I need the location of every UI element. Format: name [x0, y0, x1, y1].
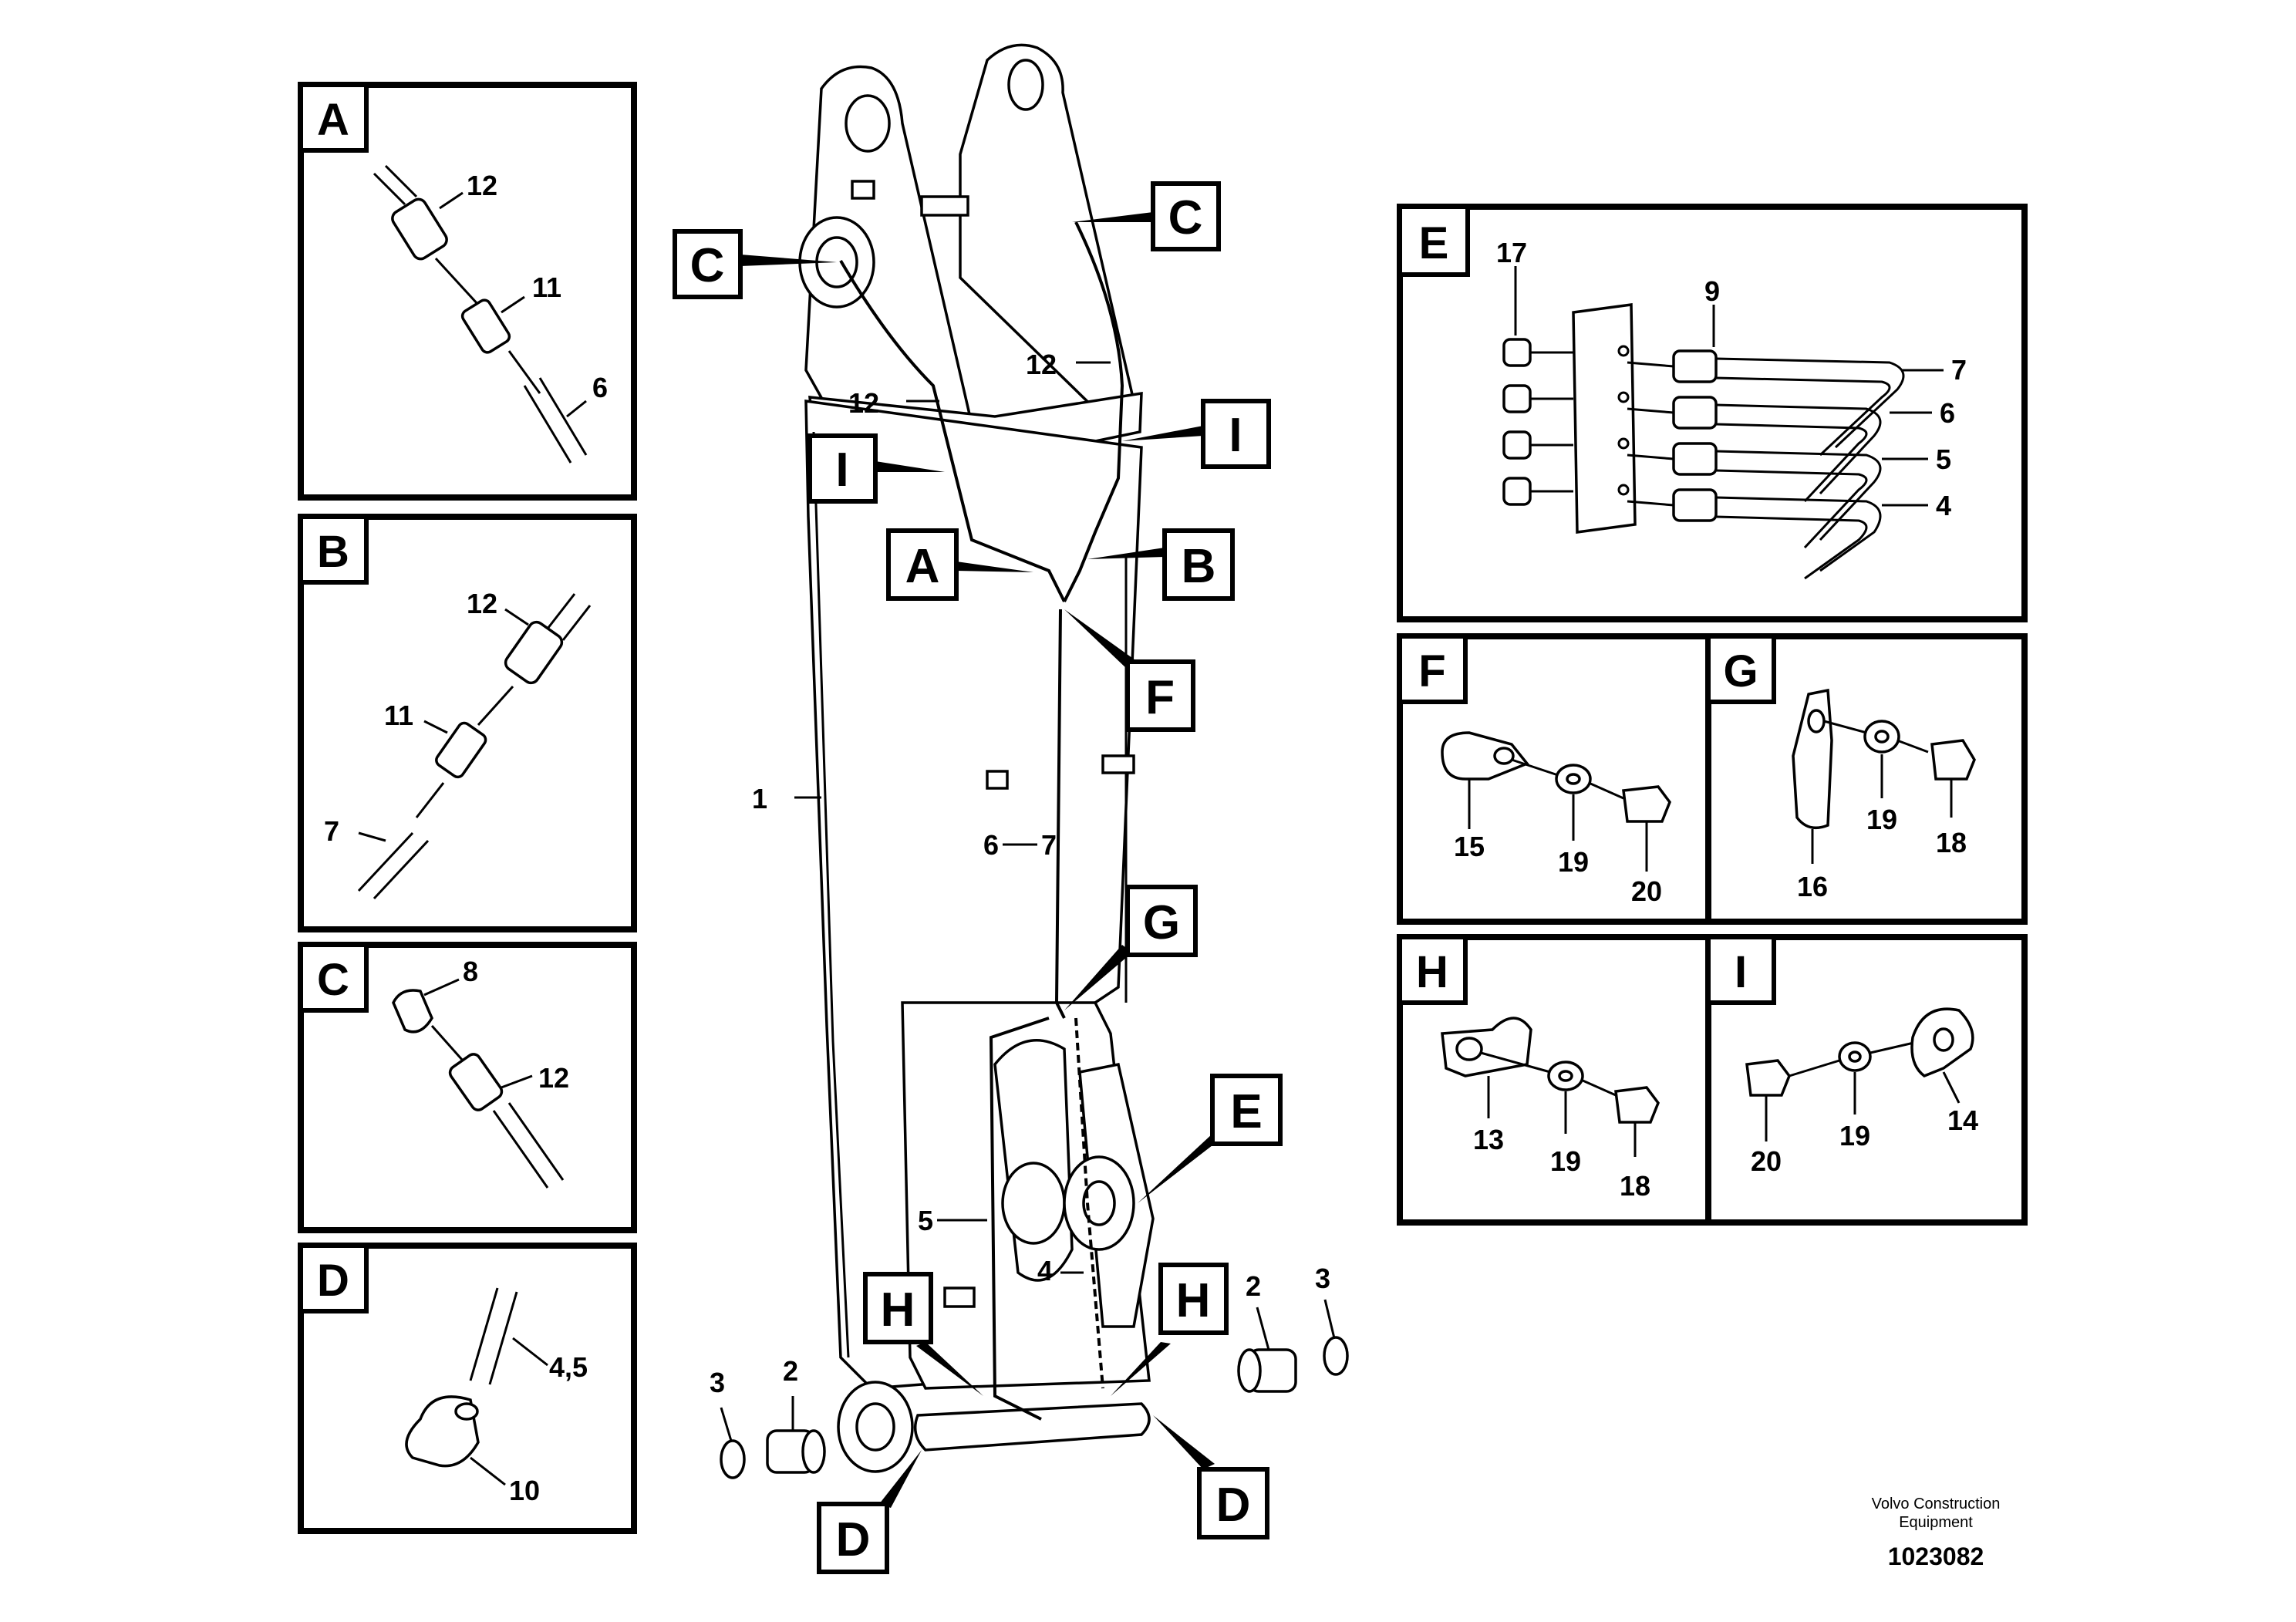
- oring-right: [1323, 1336, 1349, 1376]
- company-name-line1: Volvo Construction: [1871, 1496, 2001, 1512]
- callout-c-right: C: [1168, 191, 1203, 244]
- main-num-2a: 2: [783, 1355, 798, 1387]
- left-mount-plate: [804, 65, 974, 433]
- detail-h-part-19: 19: [1550, 1145, 1581, 1177]
- company-name-line2: Equipment: [1899, 1514, 1973, 1531]
- callout-f: F: [1145, 671, 1175, 724]
- callout-e: E: [1230, 1085, 1262, 1138]
- document-number: 1023082: [1887, 1543, 1984, 1570]
- line-12-left: [839, 259, 1066, 602]
- line-6-7: [1054, 609, 1066, 1019]
- line-12-right: [1063, 221, 1124, 602]
- detail-h-part-13: 13: [1473, 1124, 1504, 1155]
- detail-e-part-4: 4: [1936, 490, 1951, 521]
- footer: Volvo Construction Equipment 1023082: [1820, 1495, 2052, 1571]
- detail-i-part-14: 14: [1947, 1104, 1978, 1136]
- detail-e-part-5: 5: [1936, 443, 1951, 475]
- bushing-right: [1237, 1348, 1297, 1393]
- detail-a-label: A: [317, 95, 349, 145]
- arm-assembly: [720, 43, 1349, 1479]
- main-num-5: 5: [918, 1205, 933, 1236]
- callout-d-left: D: [836, 1513, 871, 1566]
- top-pivot-hole: [845, 94, 891, 153]
- detail-e-plugs: [1502, 338, 1573, 506]
- detail-f-part-20: 20: [1631, 875, 1662, 907]
- detail-f-label: F: [1418, 646, 1445, 696]
- main-leaders: [720, 361, 1336, 1442]
- detail-d-part-45: 4,5: [549, 1351, 588, 1383]
- callout-b: B: [1182, 540, 1216, 593]
- detail-b-part-7: 7: [324, 815, 339, 847]
- detail-g-part-18: 18: [1936, 827, 1967, 858]
- detail-e-part-9: 9: [1704, 275, 1720, 307]
- main-callouts: C C I I A B F G E H: [673, 181, 1283, 1574]
- detail-f: F 15 19 20: [1397, 633, 1711, 925]
- detail-a-part-12: 12: [467, 170, 497, 201]
- detail-c: C 8 12: [298, 942, 637, 1233]
- detail-b-part-11: 11: [384, 700, 413, 731]
- detail-f-part-15: 15: [1454, 831, 1485, 862]
- detail-i-part-20: 20: [1751, 1145, 1782, 1177]
- detail-a-part-6: 6: [592, 372, 608, 403]
- line-5: [989, 1017, 1050, 1421]
- main-num-3a: 3: [710, 1367, 725, 1398]
- callout-i-left: I: [835, 443, 848, 497]
- detail-b-label: B: [317, 527, 349, 577]
- main-part-numbers: 12 12 12 1 6 7 5 4 2 3 2 3: [710, 349, 1330, 1398]
- main-num-12a: 12: [848, 387, 879, 419]
- detail-d: D 4,5 10: [298, 1243, 637, 1534]
- callout-g: G: [1143, 896, 1180, 949]
- main-num-2b: 2: [1246, 1270, 1261, 1302]
- main-num-7: 7: [1041, 829, 1057, 861]
- main-num-12b: 12: [1026, 349, 1057, 380]
- detail-e-hoses: [1715, 357, 1905, 580]
- detail-e-label: E: [1419, 218, 1449, 268]
- bottom-pin-tube: [913, 1402, 1151, 1452]
- detail-a: A 12 11 6: [298, 82, 637, 501]
- right-pivot-hole: [1007, 59, 1044, 111]
- callout-d-right: D: [1216, 1479, 1251, 1532]
- detail-c-label: C: [317, 955, 349, 1005]
- detail-h-part-18: 18: [1620, 1170, 1650, 1202]
- detail-e: E: [1397, 204, 2028, 622]
- detail-a-part-11: 11: [532, 271, 561, 303]
- main-num-3b: 3: [1315, 1263, 1330, 1294]
- right-mount-plate: [959, 43, 1136, 419]
- detail-g-part-19: 19: [1866, 804, 1897, 835]
- line-4: [1074, 1017, 1104, 1389]
- detail-d-label: D: [317, 1256, 349, 1306]
- detail-h-label: H: [1416, 947, 1448, 997]
- detail-g-label: G: [1723, 646, 1758, 696]
- detail-i-part-19: 19: [1839, 1120, 1870, 1152]
- detail-i-label: I: [1735, 947, 1747, 997]
- detail-b: B 12 11 7: [298, 514, 637, 932]
- detail-f-part-19: 19: [1558, 846, 1589, 878]
- oring-left: [720, 1439, 746, 1479]
- main-num-6: 6: [983, 829, 999, 861]
- detail-d-part-10: 10: [509, 1475, 540, 1506]
- detail-e-part-7: 7: [1951, 354, 1967, 386]
- callout-i-right: I: [1229, 409, 1242, 462]
- detail-e-part-17: 17: [1496, 237, 1527, 268]
- detail-i: I 20 19 14: [1705, 934, 2028, 1226]
- detail-e-part-6: 6: [1940, 397, 1955, 429]
- main-num-4: 4: [1037, 1255, 1053, 1286]
- callout-h-left: H: [881, 1283, 915, 1337]
- main-num-1: 1: [752, 783, 767, 814]
- callout-c-left: C: [690, 239, 725, 292]
- callout-h-right: H: [1176, 1274, 1211, 1327]
- detail-e-fittings: [1627, 349, 1718, 522]
- bushing-left: [766, 1429, 826, 1474]
- detail-c-part-8: 8: [463, 956, 478, 987]
- detail-h: H 13 19 18: [1397, 934, 1711, 1226]
- callout-a: A: [905, 540, 940, 593]
- detail-c-part-12: 12: [538, 1062, 569, 1094]
- detail-b-part-12: 12: [467, 588, 497, 619]
- detail-g-part-16: 16: [1797, 871, 1828, 902]
- detail-g: G 16 19 18: [1705, 633, 2028, 925]
